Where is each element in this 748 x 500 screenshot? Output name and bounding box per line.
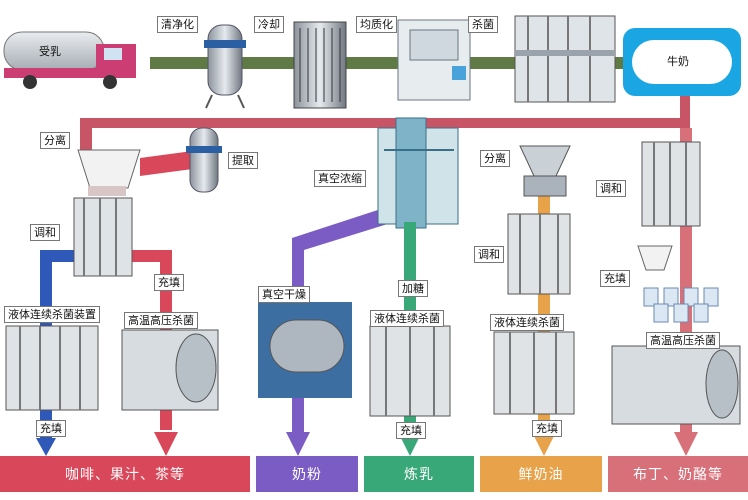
liquid-sterilizer-left-icon bbox=[5, 325, 99, 411]
autoclave-left-icon bbox=[121, 329, 219, 411]
label-blend-left: 调和 bbox=[30, 224, 60, 241]
sterilizer-unit-icon bbox=[514, 15, 616, 103]
separator-hopper-icon bbox=[77, 149, 141, 196]
cream-separator-icon bbox=[519, 145, 571, 197]
liquid-sterilizer-mid-icon bbox=[369, 325, 451, 417]
milk-down-line bbox=[680, 96, 690, 122]
blender-left-icon bbox=[73, 197, 133, 277]
label-separate-left: 分离 bbox=[40, 132, 70, 149]
label-vacuum-concentrate: 真空浓缩 bbox=[314, 170, 366, 187]
autoclave-right-icon bbox=[611, 345, 741, 425]
blue-path-arrow bbox=[36, 438, 56, 456]
product-box-coffee bbox=[0, 456, 250, 492]
vacuum-dryer-icon bbox=[258, 302, 352, 398]
label-blend-cream: 调和 bbox=[474, 246, 504, 263]
label-hthp-sterilize-right: 高温高压杀菌 bbox=[646, 332, 720, 349]
milk-branch-arrow-left bbox=[80, 128, 92, 150]
label-liquid-sterilizer: 液体连续杀菌装置 bbox=[4, 306, 100, 323]
cream-sterilizer-icon bbox=[493, 331, 575, 415]
label-liquid-sterilize-mid: 液体连续杀菌 bbox=[370, 310, 444, 327]
label-fill-cream: 充填 bbox=[532, 420, 562, 437]
milk-branch-line bbox=[80, 118, 690, 128]
label-fill-right: 充填 bbox=[600, 270, 630, 287]
cream-blender-icon bbox=[507, 213, 571, 295]
product-pudding: 布丁、奶酪等 bbox=[633, 467, 723, 483]
main-process-line bbox=[150, 57, 630, 69]
label-liquid-sterilize-cream: 液体连续杀菌 bbox=[490, 314, 564, 331]
label-cool: 冷却 bbox=[254, 16, 284, 33]
product-box-powder bbox=[256, 456, 358, 492]
vacuum-concentrator-icon bbox=[377, 117, 459, 229]
label-blend-right: 调和 bbox=[596, 180, 626, 197]
purifier-icon bbox=[204, 24, 246, 109]
product-box-cream bbox=[480, 456, 602, 492]
pink-feed-arrow bbox=[140, 150, 200, 176]
label-vacuum-dry: 真空干燥 bbox=[258, 286, 310, 303]
label-receive-milk: 受乳 bbox=[39, 45, 61, 58]
purple-path-arrow bbox=[286, 432, 310, 456]
plate-cooler-icon bbox=[293, 21, 347, 109]
label-sterilize: 杀菌 bbox=[468, 16, 498, 33]
purple-path-diag bbox=[292, 206, 394, 250]
red-path-arrow bbox=[154, 432, 178, 456]
homogenizer-icon bbox=[397, 19, 471, 101]
orange-path-arrow bbox=[532, 432, 556, 456]
product-box-pudding bbox=[608, 456, 748, 492]
product-box-condensed bbox=[364, 456, 474, 492]
label-extract: 提取 bbox=[228, 152, 258, 169]
milk-truck-icon bbox=[3, 31, 136, 89]
product-milk-powder: 奶粉 bbox=[292, 467, 322, 483]
label-fill-condensed: 充填 bbox=[396, 422, 426, 439]
extractor-icon bbox=[186, 127, 222, 193]
label-fill-mid-left: 充填 bbox=[154, 274, 184, 291]
label-milk: 牛奶 bbox=[667, 55, 689, 68]
cups-filler-icon bbox=[637, 245, 719, 323]
label-fill-bottom-left: 充填 bbox=[36, 420, 66, 437]
label-purify: 清净化 bbox=[157, 16, 198, 33]
product-condensed-milk: 炼乳 bbox=[404, 467, 434, 483]
right-blender-icon bbox=[641, 141, 701, 227]
product-coffee-juice-tea: 咖啡、果汁、茶等 bbox=[65, 467, 185, 483]
label-add-sugar: 加糖 bbox=[398, 280, 428, 297]
label-homogenize: 均质化 bbox=[356, 16, 397, 33]
product-fresh-cream: 鲜奶油 bbox=[518, 467, 564, 483]
label-separate-right: 分离 bbox=[480, 150, 510, 167]
pink-path-arrow bbox=[674, 432, 698, 456]
label-hthp-sterilize-left: 高温高压杀菌 bbox=[124, 312, 198, 329]
